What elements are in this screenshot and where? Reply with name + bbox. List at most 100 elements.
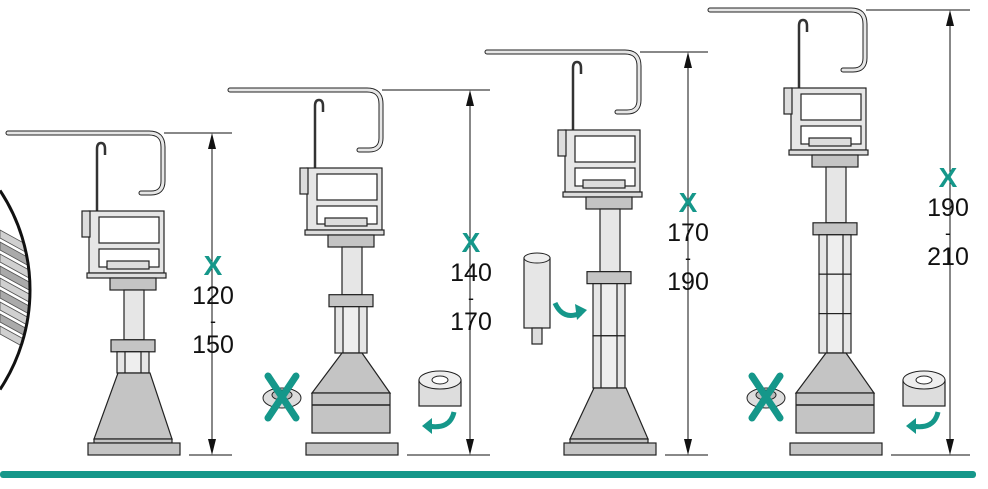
rail: [485, 50, 641, 114]
height-min: 120: [192, 282, 234, 310]
rotate-arrow-head: [575, 304, 587, 320]
dimension-symbol: X: [678, 187, 698, 218]
rail: [228, 88, 383, 152]
pedestal: [707, 7, 970, 456]
lock-nut: [812, 222, 858, 236]
base-cone: [93, 372, 173, 440]
tube-inner: [600, 335, 618, 389]
head-lip: [557, 129, 567, 157]
top-nut: [109, 277, 157, 291]
tube-inner: [826, 273, 844, 315]
base-cone: [310, 352, 392, 394]
rail-clip: [571, 60, 583, 130]
height-label-3: X 170 - 190: [653, 187, 723, 297]
rail-outer: [484, 49, 642, 115]
head-chamber: [98, 216, 160, 244]
extension-top: [523, 252, 551, 264]
head-plate: [808, 137, 852, 147]
range-separator: -: [468, 288, 474, 308]
head-base-plate: [304, 229, 385, 236]
base-foot: [563, 442, 657, 456]
tube-inner: [600, 283, 618, 337]
head-chamber: [574, 135, 636, 163]
rail-clip: [95, 141, 107, 211]
arrow-up-icon: [466, 90, 474, 106]
extension-thread: [531, 327, 543, 345]
head-chamber: [800, 93, 862, 121]
base-foot: [789, 442, 883, 456]
height-label-4: X 190 - 210: [913, 162, 983, 272]
rotate-arrow-head: [906, 418, 916, 434]
height-max: 170: [450, 308, 492, 336]
head-base-plate: [788, 149, 869, 156]
arrow-down-icon: [946, 439, 954, 455]
dimension-symbol: X: [938, 162, 958, 193]
spindle: [123, 289, 145, 341]
top-nut: [585, 196, 633, 210]
base-foot: [87, 442, 181, 456]
extension-tube-icon: [523, 257, 551, 329]
rail-outer: [5, 130, 166, 196]
head-plate: [106, 260, 150, 270]
range-separator: -: [210, 311, 216, 331]
rail-clip: [797, 18, 809, 88]
range-separator: -: [685, 248, 691, 268]
pedestal: [227, 87, 490, 456]
cross-icon: [264, 372, 300, 422]
arrow-up-icon: [684, 52, 692, 68]
spindle: [341, 246, 363, 296]
head-base-plate: [562, 191, 643, 198]
pedestal: [484, 49, 708, 456]
head-chamber: [316, 173, 378, 201]
head-base-plate: [86, 272, 167, 279]
new-cap-hole: [431, 375, 449, 385]
detail-hatch: [0, 253, 30, 285]
height-min: 190: [927, 194, 969, 222]
top-nut: [811, 154, 859, 168]
detail-hatch: [0, 265, 30, 297]
height-max: 150: [192, 331, 234, 359]
detail-circle-outline: [0, 189, 32, 391]
spindle: [825, 166, 847, 224]
pedestal: [5, 130, 232, 456]
arrow-down-icon: [208, 439, 216, 455]
cross-icon: [748, 372, 784, 422]
height-max: 210: [927, 243, 969, 271]
head-lip: [299, 167, 309, 195]
detail-hatch: [0, 289, 30, 321]
rail-outer: [707, 7, 868, 73]
head-plate: [324, 217, 368, 227]
height-label-2: X 140 - 170: [436, 227, 506, 337]
height-max: 190: [667, 268, 709, 296]
tube-inner: [342, 306, 360, 354]
tube-inner: [124, 351, 142, 374]
bottom-accent-bar: [0, 471, 976, 478]
base-block: [795, 392, 875, 434]
height-min: 140: [450, 259, 492, 287]
dimension-symbol: X: [203, 250, 223, 281]
base-foot: [305, 442, 399, 456]
range-separator: -: [945, 223, 951, 243]
detail-magnifier: [0, 180, 30, 400]
head-lip: [81, 210, 91, 238]
arrow-down-icon: [684, 439, 692, 455]
top-nut: [327, 234, 375, 248]
base-cone: [569, 387, 649, 440]
base-block: [311, 392, 391, 434]
arrow-down-icon: [466, 439, 474, 455]
lock-nut: [328, 294, 374, 308]
new-cap-hole: [915, 375, 933, 385]
head-plate: [582, 179, 626, 189]
arrow-up-icon: [946, 10, 954, 26]
rail-outer: [227, 87, 384, 153]
arrow-up-icon: [208, 133, 216, 149]
rail: [6, 131, 165, 195]
height-min: 170: [667, 219, 709, 247]
base-cone: [794, 352, 876, 394]
base-rim: [93, 438, 173, 444]
rail: [708, 8, 867, 72]
height-label-1: X 120 - 150: [178, 250, 248, 360]
tube-inner: [826, 234, 844, 275]
lock-nut: [110, 339, 156, 353]
